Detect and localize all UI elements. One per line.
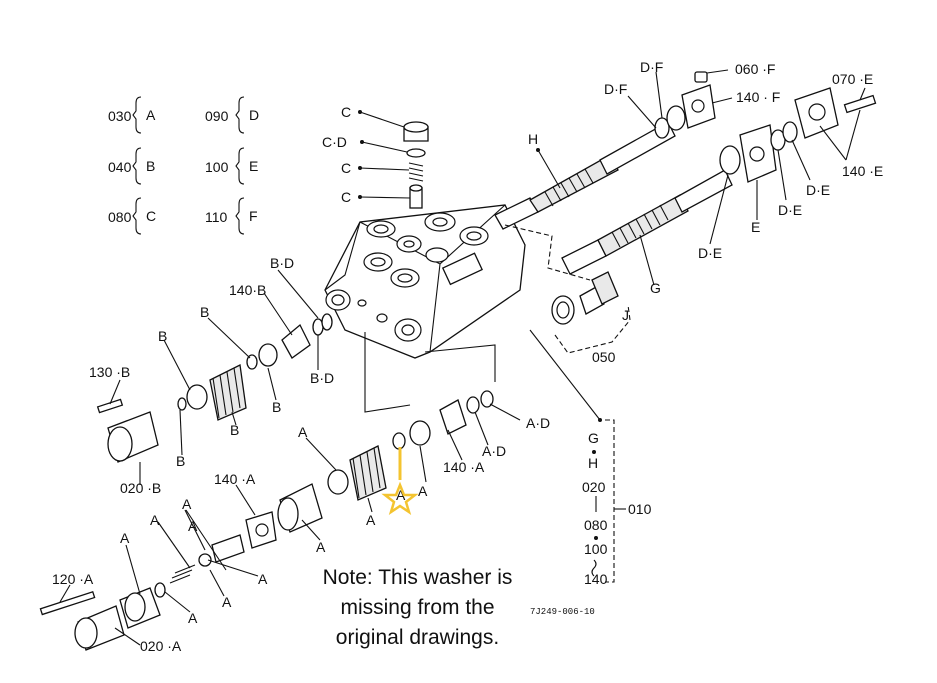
callout-050: 050 bbox=[592, 349, 616, 365]
missing-washer-highlight bbox=[381, 447, 419, 515]
callout-140a: 140 ·A bbox=[443, 459, 485, 475]
callout-120a: 120 ·A bbox=[52, 571, 94, 587]
callout-de: D·E bbox=[778, 202, 802, 218]
note-line: Note: This washer is bbox=[322, 566, 513, 589]
legend-item-030: 030 A bbox=[108, 96, 156, 134]
legend-letter: F bbox=[249, 208, 258, 224]
plug-050: J 050 bbox=[551, 271, 631, 365]
callout-060f: 060 ·F bbox=[735, 61, 775, 77]
callout-c: C bbox=[341, 104, 351, 120]
callout-a: A bbox=[418, 483, 428, 499]
callout-130b: 130 ·B bbox=[89, 364, 130, 380]
kit-item-140: 140 bbox=[584, 571, 608, 587]
callout-140a: 140 ·A bbox=[214, 471, 256, 487]
legend-code: 080 bbox=[108, 209, 132, 225]
legend: 030 A 040 B 080 C 090 D 100 E 110 F bbox=[108, 96, 259, 235]
callout-b: B bbox=[176, 453, 185, 469]
callout-a: A bbox=[298, 424, 308, 440]
callout-a: A bbox=[182, 496, 192, 512]
legend-letter: B bbox=[146, 158, 155, 174]
callout-de: D·E bbox=[806, 182, 830, 198]
relief-valve-stack: C C·D C C bbox=[322, 104, 429, 209]
callout-a: A bbox=[188, 518, 198, 534]
legend-letter: C bbox=[146, 208, 156, 224]
kit-item-080: 080 bbox=[584, 517, 608, 533]
note-line: original drawings. bbox=[335, 626, 500, 649]
kit-item-g: G bbox=[588, 430, 599, 446]
callout-140f: 140 · F bbox=[736, 89, 780, 105]
legend-item-100: 100 E bbox=[205, 147, 258, 185]
cover-parts-e: 070 ·E 140 ·E D·E D·E D·E E bbox=[698, 71, 883, 261]
legend-letter: A bbox=[146, 107, 156, 123]
section-b: B·D 140·B B·D B B B B B 130 ·B 020 ·B bbox=[89, 255, 334, 496]
legend-item-090: 090 D bbox=[205, 96, 259, 134]
spool-h: H bbox=[494, 121, 676, 281]
callout-a: A bbox=[316, 539, 326, 555]
callout-c: C bbox=[341, 160, 351, 176]
section-a: A·D A·D 140 ·A A A A A 140 ·A A A A A A … bbox=[39, 390, 550, 654]
legend-code: 030 bbox=[108, 108, 132, 124]
callout-e: E bbox=[751, 219, 760, 235]
callout-a: A bbox=[188, 610, 198, 626]
legend-code: 100 bbox=[205, 159, 229, 175]
callout-b: B bbox=[200, 304, 209, 320]
kit-item-020: 020 bbox=[582, 479, 606, 495]
callout-a-washer: A bbox=[396, 487, 406, 503]
callout-140e: 140 ·E bbox=[842, 163, 883, 179]
callout-cd: C·D bbox=[322, 134, 347, 150]
callout-020b: 020 ·B bbox=[120, 480, 161, 496]
callout-df: D·F bbox=[604, 81, 627, 97]
callout-a: A bbox=[258, 571, 268, 587]
callout-ad: A·D bbox=[526, 415, 550, 431]
callout-020a: 020 ·A bbox=[140, 638, 182, 654]
spool-g: G bbox=[561, 169, 733, 296]
kit-item-100: 100 bbox=[584, 541, 608, 557]
callout-b: B bbox=[158, 328, 167, 344]
legend-letter: E bbox=[249, 158, 258, 174]
callout-g: G bbox=[650, 280, 661, 296]
cover-parts-f: D·F D·F 060 ·F 140 · F bbox=[604, 59, 780, 139]
callout-bd: B·D bbox=[270, 255, 294, 271]
kit-label-010: 010 bbox=[628, 501, 652, 517]
callout-a: A bbox=[150, 512, 160, 528]
callout-a: A bbox=[366, 512, 376, 528]
legend-item-080: 080 C bbox=[108, 197, 156, 235]
callout-c: C bbox=[341, 189, 351, 205]
callout-h: H bbox=[528, 131, 538, 147]
legend-item-040: 040 B bbox=[108, 147, 155, 185]
valve-body bbox=[324, 204, 526, 413]
callout-b: B bbox=[230, 422, 239, 438]
callout-ad: A·D bbox=[482, 443, 506, 459]
callout-de: D·E bbox=[698, 245, 722, 261]
callout-df: D·F bbox=[640, 59, 663, 75]
legend-item-110: 110 F bbox=[205, 197, 258, 235]
callout-a: A bbox=[222, 594, 232, 610]
callout-140b: 140·B bbox=[229, 282, 266, 298]
callout-a: A bbox=[120, 530, 130, 546]
kit-010: G H 020 080 100 140 010 bbox=[529, 329, 652, 587]
callout-b: B bbox=[272, 399, 281, 415]
legend-code: 110 bbox=[205, 209, 228, 225]
legend-code: 040 bbox=[108, 159, 132, 175]
drawing-reference: 7J249-006-10 bbox=[530, 607, 595, 617]
kit-item-h: H bbox=[588, 455, 598, 471]
legend-code: 090 bbox=[205, 108, 229, 124]
callout-070e: 070 ·E bbox=[832, 71, 873, 87]
callout-j: J bbox=[622, 307, 629, 323]
legend-letter: D bbox=[249, 107, 259, 123]
annotation-note: Note: This washer is missing from the or… bbox=[285, 563, 550, 653]
note-line: missing from the bbox=[340, 596, 495, 619]
callout-bd: B·D bbox=[310, 370, 334, 386]
star-icon bbox=[381, 481, 419, 515]
